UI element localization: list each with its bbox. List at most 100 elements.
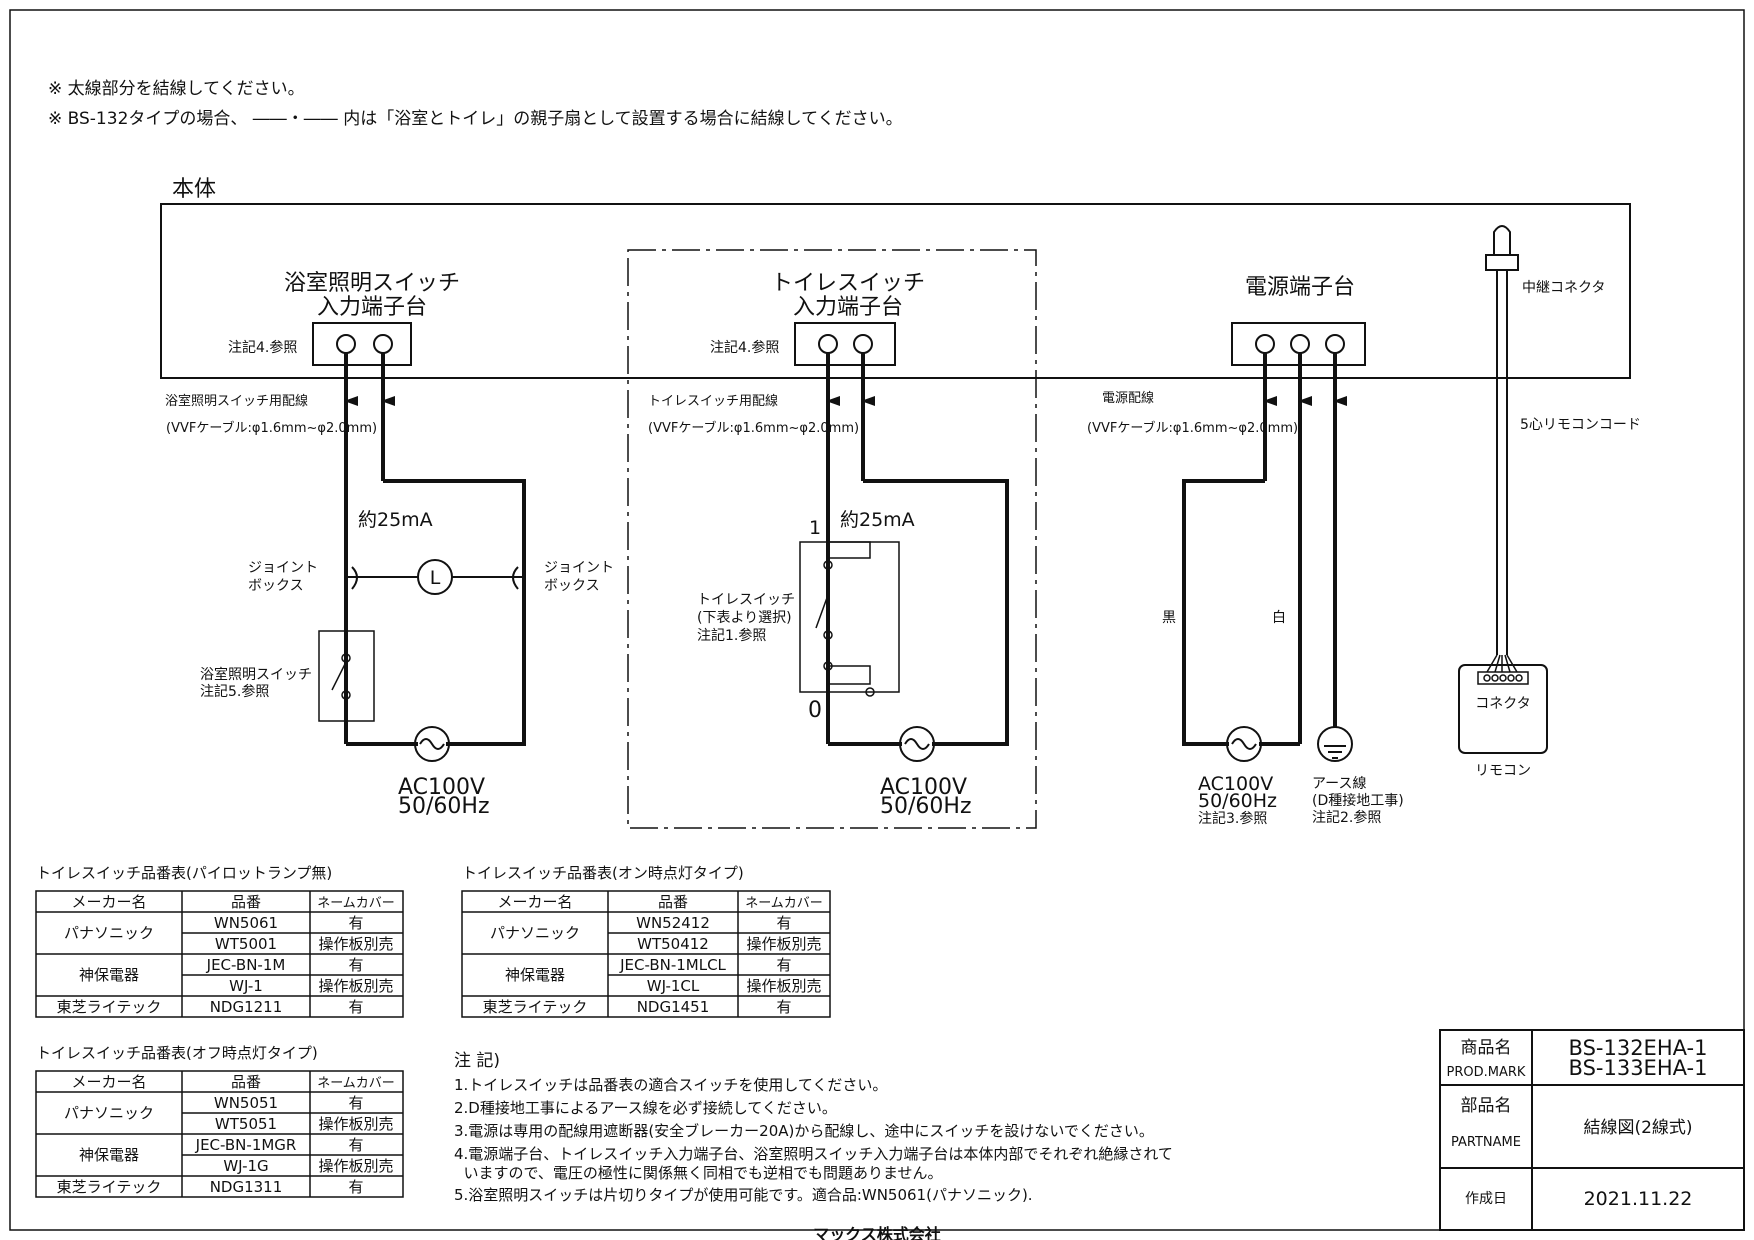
t2-cover-2: 操作板別売 bbox=[746, 935, 821, 953]
t3-part-3: JEC-BN-1MGR bbox=[195, 1136, 297, 1154]
t1-maker-3: 東芝ライテック bbox=[57, 998, 162, 1016]
t3-cover-3: 有 bbox=[348, 1136, 363, 1154]
table-3-title: トイレスイッチ品番表(オフ時点灯タイプ) bbox=[36, 1044, 318, 1062]
t1-part-2: WT5001 bbox=[215, 935, 277, 953]
t2-h-cover: ネームカバー bbox=[745, 896, 823, 911]
bath-switch-box bbox=[318, 630, 375, 722]
t1-part-5: NDG1211 bbox=[210, 998, 283, 1016]
t1-maker-2: 神保電器 bbox=[79, 966, 139, 984]
white-wire-label: 白 bbox=[1272, 610, 1286, 626]
t2-part-1: WN52412 bbox=[636, 914, 710, 932]
t3-h-cover: ネームカバー bbox=[317, 1076, 395, 1091]
power-wiring-label: 電源配線 bbox=[1102, 390, 1154, 406]
earth-label-3: 注記2.参照 bbox=[1312, 809, 1381, 826]
bath-switch-label-1: 浴室照明スイッチ bbox=[200, 666, 312, 683]
t1-cover-3: 有 bbox=[348, 956, 363, 974]
bath-terminal-1 bbox=[336, 334, 356, 354]
t1-cover-5: 有 bbox=[348, 998, 363, 1016]
toilet-cable-spec: (VVFケーブル:φ1.6mm~φ2.0mm) bbox=[648, 420, 859, 436]
toilet-ac-2: 50/60Hz bbox=[880, 794, 972, 819]
joint-right-1: ジョイント bbox=[544, 560, 614, 576]
earth-icon bbox=[1317, 726, 1353, 762]
toilet-terminal-2 bbox=[853, 334, 873, 354]
earth-label-2: (D種接地工事) bbox=[1312, 792, 1404, 809]
title-block: 商品名 PROD.MARK BS-132EHA-1 BS-133EHA-1 部品… bbox=[1439, 1029, 1745, 1231]
t3-cover-2: 操作板別売 bbox=[318, 1115, 393, 1133]
lamp-icon bbox=[417, 559, 453, 595]
lamp-label: L bbox=[430, 567, 441, 589]
t3-maker-3: 東芝ライテック bbox=[57, 1178, 162, 1196]
t3-h-maker: メーカー名 bbox=[71, 1073, 146, 1091]
toilet-pin-1: 1 bbox=[809, 517, 821, 539]
bath-terminal-title: 浴室照明スイッチ bbox=[284, 271, 460, 296]
power-cable-spec: (VVFケーブル:φ1.6mm~φ2.0mm) bbox=[1087, 420, 1298, 436]
part-label: 部品名 bbox=[1461, 1096, 1512, 1116]
toilet-terminal-block bbox=[794, 322, 896, 366]
power-ac-icon bbox=[1226, 726, 1262, 762]
bath-terminal-2 bbox=[373, 334, 393, 354]
black-wire-label: 黒 bbox=[1162, 610, 1176, 626]
part-label-en: PARTNAME bbox=[1451, 1135, 1521, 1150]
t3-cover-4: 操作板別売 bbox=[318, 1157, 393, 1175]
t1-h-maker: メーカー名 bbox=[71, 893, 146, 911]
footnote-4b: いますので、電圧の極性に関係無く同相でも逆相でも問題ありません。 bbox=[454, 1164, 943, 1182]
toilet-switch-box bbox=[799, 541, 900, 693]
table-1-title: トイレスイッチ品番表(パイロットランプ無) bbox=[36, 864, 332, 882]
power-ac-1: AC100V bbox=[1198, 773, 1273, 795]
t3-part-4: WJ-1G bbox=[223, 1157, 268, 1175]
toilet-terminal-title-2: 入力端子台 bbox=[793, 295, 903, 320]
page-border bbox=[9, 9, 1745, 1231]
t2-cover-5: 有 bbox=[776, 998, 791, 1016]
t1-maker-1: パナソニック bbox=[64, 924, 154, 942]
footnote-1: 1.トイレスイッチは品番表の適合スイッチを使用してください。 bbox=[454, 1076, 887, 1094]
bath-cable-spec: (VVFケーブル:φ1.6mm~φ2.0mm) bbox=[166, 420, 377, 436]
bath-wiring-label: 浴室照明スイッチ用配線 bbox=[165, 393, 308, 409]
t2-part-4: WJ-1CL bbox=[647, 977, 700, 995]
table-toilet-off-lamp: トイレスイッチ品番表(オフ時点灯タイプ) メーカー名 品番 ネームカバー パナソ… bbox=[35, 1044, 404, 1198]
t2-cover-3: 有 bbox=[776, 956, 791, 974]
t1-part-3: JEC-BN-1M bbox=[206, 956, 286, 974]
remote-block: 中継コネクタ 5心リモコンコード コネクタ リモコン bbox=[1458, 225, 1641, 779]
footnote-4: 4.電源端子台、トイレスイッチ入力端子台、浴室照明スイッチ入力端子台は本体内部で… bbox=[454, 1145, 1173, 1163]
connector-label: コネクタ bbox=[1475, 696, 1530, 712]
body-label: 本体 bbox=[172, 177, 216, 202]
remote-connector-icon bbox=[1458, 664, 1548, 754]
t1-part-1: WN5061 bbox=[214, 914, 278, 932]
toilet-pin-0: 0 bbox=[808, 698, 822, 723]
t2-maker-3: 東芝ライテック bbox=[483, 998, 588, 1016]
t3-part-2: WT5051 bbox=[215, 1115, 277, 1133]
table-2-title: トイレスイッチ品番表(オン時点灯タイプ) bbox=[462, 864, 744, 882]
toilet-wiring-label: トイレスイッチ用配線 bbox=[648, 393, 778, 409]
bath-switch-label-2: 注記5.参照 bbox=[200, 683, 269, 700]
joint-left-1: ジョイント bbox=[248, 560, 318, 576]
toilet-ac-1: AC100V bbox=[880, 775, 967, 800]
t1-h-part: 品番 bbox=[231, 893, 261, 911]
t3-cover-5: 有 bbox=[348, 1178, 363, 1196]
t2-cover-1: 有 bbox=[776, 914, 791, 932]
joint-box-left-icon bbox=[351, 566, 358, 590]
t2-part-3: JEC-BN-1MLCL bbox=[619, 956, 726, 974]
t3-maker-2: 神保電器 bbox=[79, 1146, 139, 1164]
toilet-switch-label-1: トイレスイッチ bbox=[697, 592, 795, 608]
body-box bbox=[160, 203, 1631, 379]
t2-maker-1: パナソニック bbox=[490, 924, 580, 942]
t2-h-maker: メーカー名 bbox=[497, 893, 572, 911]
power-block: 電源端子台 電源配線 (VVFケーブル:φ1.6mm~φ2.0mm) 黒 白 A… bbox=[1087, 275, 1404, 827]
table-toilet-no-pilot: トイレスイッチ品番表(パイロットランプ無) メーカー名 品番 ネームカバー パナ… bbox=[35, 864, 404, 1018]
toilet-ref-note: 注記4.参照 bbox=[710, 339, 779, 356]
date-label: 作成日 bbox=[1465, 1191, 1507, 1207]
footnotes: 注 記) 1.トイレスイッチは品番表の適合スイッチを使用してください。 2.D種… bbox=[454, 1051, 1173, 1204]
earth-label-1: アース線 bbox=[1312, 776, 1366, 792]
t1-cover-1: 有 bbox=[348, 914, 363, 932]
product-label-en: PROD.MARK bbox=[1447, 1065, 1526, 1080]
product-label: 商品名 bbox=[1461, 1038, 1512, 1058]
ac-source-icon bbox=[414, 726, 450, 762]
t3-part-5: NDG1311 bbox=[210, 1178, 283, 1196]
remote-cord-label: 5心リモコンコード bbox=[1520, 417, 1641, 433]
t2-h-part: 品番 bbox=[658, 893, 688, 911]
t2-cover-4: 操作板別売 bbox=[746, 977, 821, 995]
toilet-region-outline bbox=[627, 249, 1037, 829]
bath-ac-1: AC100V bbox=[398, 775, 485, 800]
power-terminal-title: 電源端子台 bbox=[1245, 275, 1355, 300]
